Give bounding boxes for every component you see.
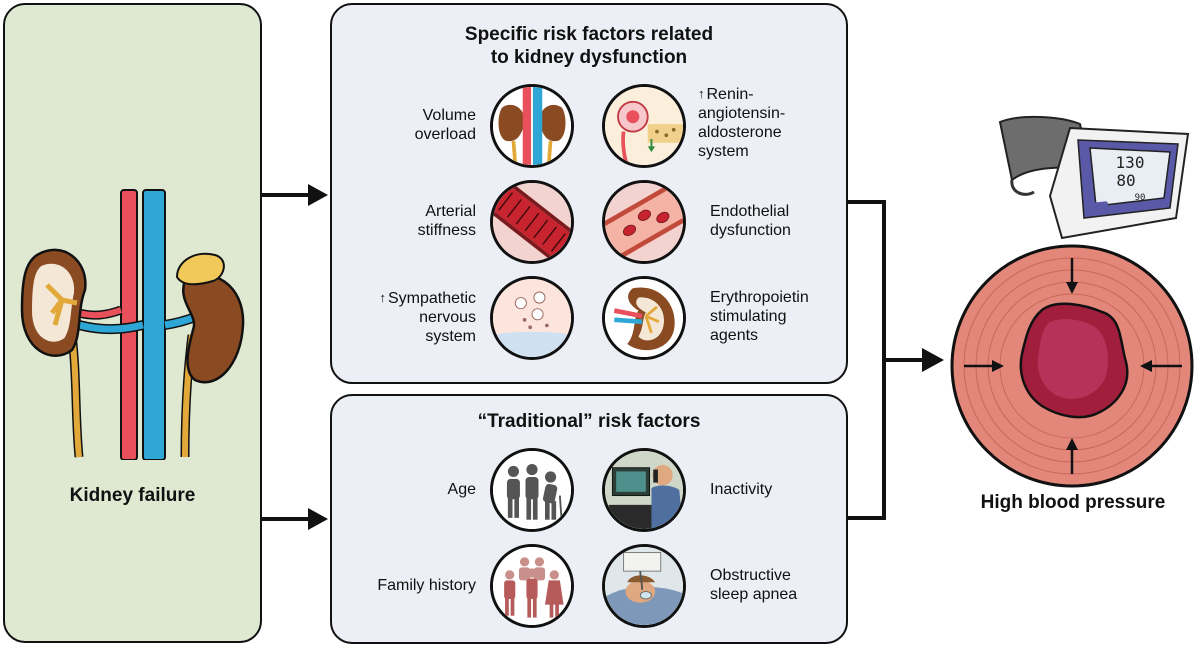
sympathetic-nervous-icon (490, 276, 574, 360)
sleep-apnea-label: Obstructive sleep apnea (710, 566, 840, 604)
renin-angiotensin-icon (602, 84, 686, 168)
traditional-risk-title: “Traditional” risk factors (477, 411, 701, 432)
sympathetic-line3: system (425, 328, 476, 345)
family-history-icon (490, 544, 574, 628)
blood-pressure-monitor-icon: 130 80 90 (1048, 126, 1190, 240)
endothelial-dysfunction-icon (602, 180, 686, 264)
volume-overload-icon (490, 84, 574, 168)
specific-risk-title-line2: to kidney dysfunction (490, 47, 688, 68)
sympathetic-line1: Sympathetic (387, 290, 476, 307)
arterial-stiffness-line1: Arterial (425, 203, 476, 220)
inactivity-label: Inactivity (710, 481, 773, 498)
endothelial-line1: Endothelial (710, 203, 790, 220)
high-blood-pressure-illustration: 130 80 90 (950, 115, 1194, 488)
increase-arrow-icon: ↑ (379, 290, 386, 305)
erythropoietin-line3: agents (710, 327, 759, 344)
volume-overload-label: Volume overload (362, 106, 476, 144)
artery-cross-section-icon (950, 244, 1194, 488)
specific-risk-title: Specific risk factors related to kidney … (332, 23, 846, 69)
diastolic-readout: 80 (1116, 171, 1135, 190)
erythropoietin-icon (602, 276, 686, 360)
arterial-stiffness-line2: stiffness (417, 222, 476, 239)
renin-line4: system (698, 143, 749, 160)
specific-risk-factors-panel: Specific risk factors related to kidney … (330, 3, 848, 384)
kidney-failure-panel: Kidney failure (3, 3, 262, 643)
inactivity-icon (602, 448, 686, 532)
sympathetic-line2: nervous (419, 309, 476, 326)
erythropoietin-line2: stimulating (710, 308, 787, 325)
age-icon (490, 448, 574, 532)
family-history-label: Family history (377, 577, 476, 594)
pulse-readout: 90 (1135, 193, 1146, 203)
systolic-readout: 130 (1116, 153, 1145, 172)
arterial-stiffness-label: Arterial stiffness (362, 202, 476, 240)
endothelial-line2: dysfunction (710, 222, 791, 239)
sleep-apnea-line2: sleep apnea (710, 586, 798, 603)
renin-line2: angiotensin- (698, 105, 786, 122)
sleep-apnea-line1: Obstructive (710, 567, 791, 584)
erythropoietin-label: Erythropoietin stimulating agents (710, 288, 846, 345)
bracket-connector (848, 200, 944, 520)
volume-overload-line1: Volume (422, 107, 476, 124)
arterial-stiffness-icon (490, 180, 574, 264)
renin-line3: aldosterone (698, 124, 782, 141)
arrow-right-icon (262, 508, 328, 530)
sympathetic-nervous-label: ↑Sympathetic nervous system (352, 288, 476, 346)
increase-arrow-icon: ↑ (698, 86, 705, 101)
kidney-failure-label: Kidney failure (69, 485, 196, 506)
erythropoietin-line1: Erythropoietin (710, 289, 809, 306)
traditional-risk-factors-panel: “Traditional” risk factors Age Inactivit… (330, 394, 848, 644)
age-label: Age (447, 481, 476, 498)
arrow-right-icon (922, 348, 944, 372)
volume-overload-line2: overload (414, 126, 476, 143)
high-blood-pressure-label: High blood pressure (980, 492, 1166, 513)
sleep-apnea-icon (602, 544, 686, 628)
arrow-right-icon (262, 184, 328, 206)
kidney-anatomy-icon (20, 189, 245, 460)
renin-line1: Renin- (706, 86, 754, 103)
renin-angiotensin-label: ↑Renin- angiotensin- aldosterone system (698, 84, 838, 161)
endothelial-dysfunction-label: Endothelial dysfunction (710, 202, 840, 240)
specific-risk-title-line1: Specific risk factors related (464, 24, 714, 45)
